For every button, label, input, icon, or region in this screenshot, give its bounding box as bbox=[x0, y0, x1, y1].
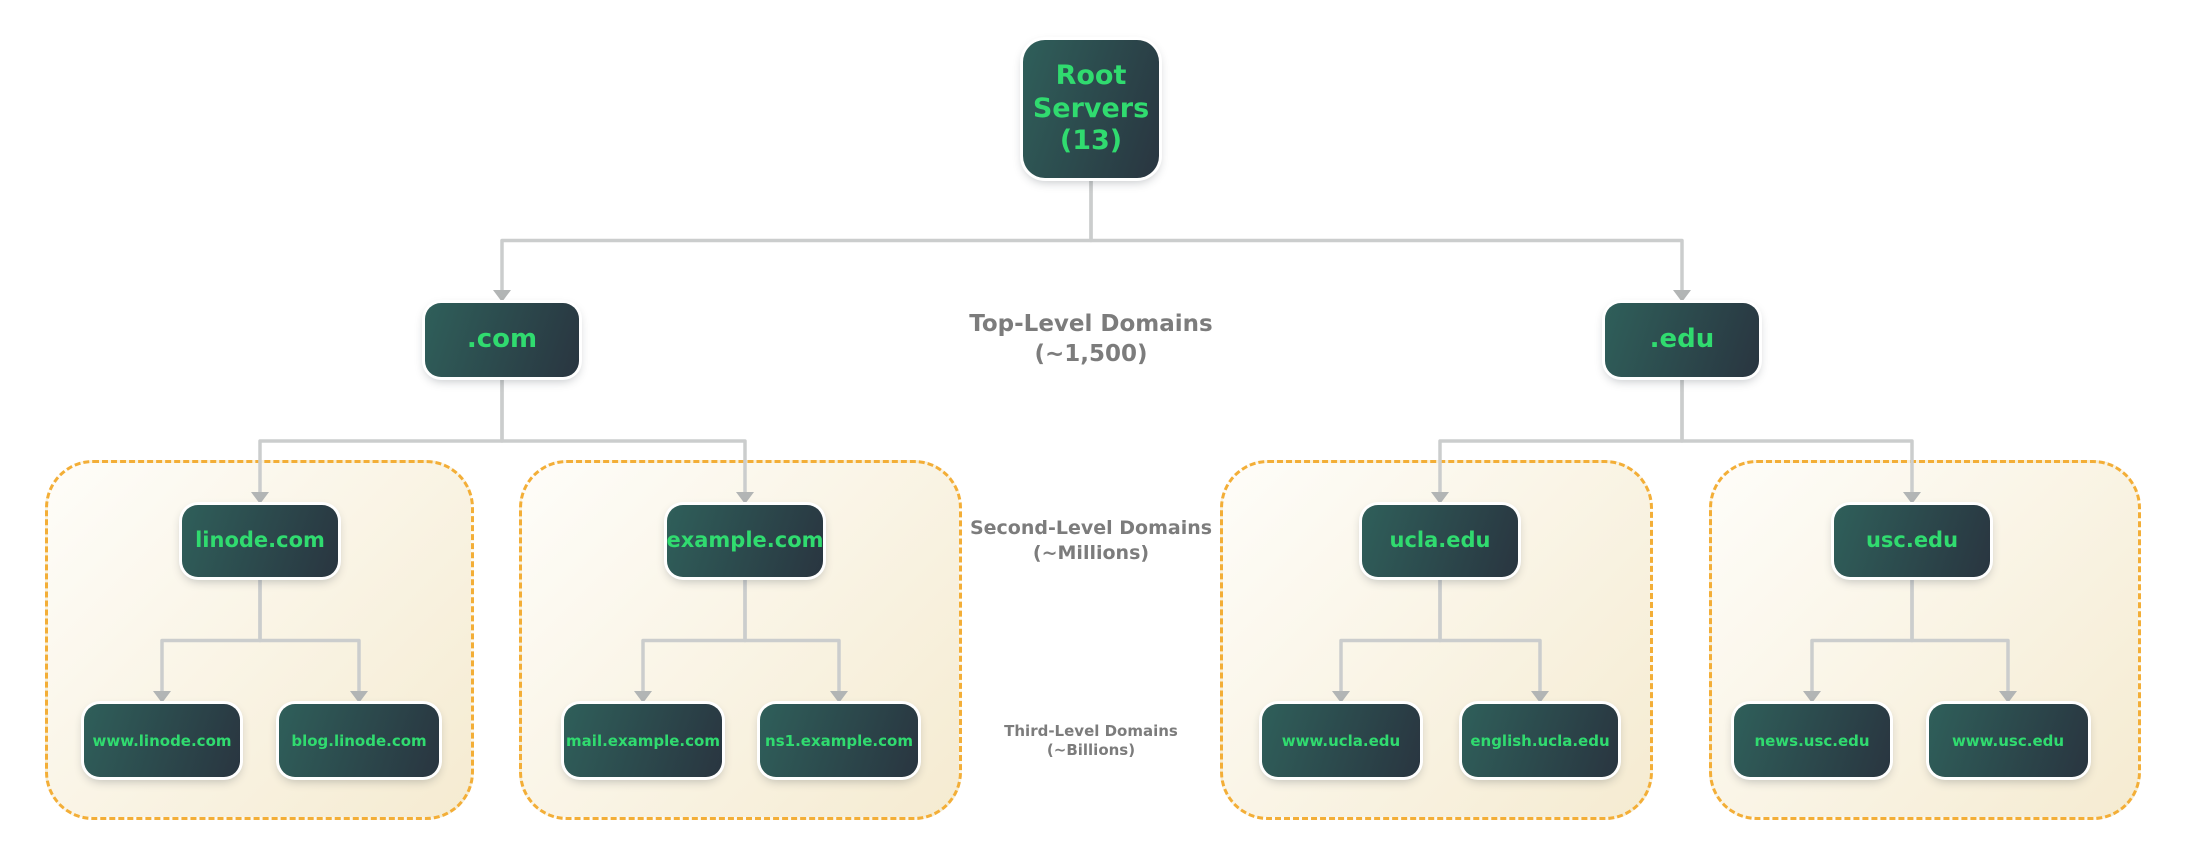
edge-com-example-com bbox=[500, 375, 747, 492]
domain-group-usc-edu-group bbox=[1709, 460, 2141, 820]
edge-example-com-mail-example-com bbox=[641, 575, 747, 691]
edge-linode-com-www-linode-com bbox=[160, 575, 262, 691]
edge-usc-edu-www-usc-edu bbox=[1910, 575, 2010, 691]
node-linode-com: linode.com bbox=[182, 505, 338, 577]
edge-example-com-ns1-example-com bbox=[743, 575, 841, 691]
node-blog-linode-com: blog.linode.com bbox=[279, 704, 439, 777]
domain-group-linode-com-group bbox=[45, 460, 474, 820]
edge-com-linode-com bbox=[258, 375, 504, 492]
edge-linode-com-blog-linode-com bbox=[258, 575, 361, 691]
edge-ucla-edu-english-ucla-edu bbox=[1438, 575, 1542, 691]
arrowhead-usc-edu-news-usc-edu bbox=[1803, 691, 1821, 703]
edge-edu-ucla-edu bbox=[1438, 375, 1684, 492]
node-edu: .edu bbox=[1605, 303, 1759, 377]
edge-usc-edu-news-usc-edu bbox=[1810, 575, 1914, 691]
level-label-second-level-line2: (~Millions) bbox=[1032, 542, 1150, 564]
arrowhead-ucla-edu-www-ucla-edu bbox=[1332, 691, 1350, 703]
arrowhead-usc-edu-www-usc-edu bbox=[1999, 691, 2017, 703]
edge-root-com bbox=[500, 176, 1093, 290]
node-com: .com bbox=[425, 303, 579, 377]
arrowhead-root-edu bbox=[1673, 290, 1691, 302]
arrowhead-ucla-edu-english-ucla-edu bbox=[1531, 691, 1549, 703]
arrowhead-root-com bbox=[493, 290, 511, 302]
node-www-usc-edu: www.usc.edu bbox=[1928, 704, 2088, 777]
edge-edu-usc-edu bbox=[1680, 375, 1914, 492]
arrowhead-example-com-mail-example-com bbox=[634, 691, 652, 703]
edge-ucla-edu-www-ucla-edu bbox=[1339, 575, 1442, 691]
level-label-second-level-line1: Second-Level Domains bbox=[969, 517, 1213, 540]
level-label-third-level-line2: (~Billions) bbox=[1046, 741, 1136, 759]
level-label-second-level: Second-Level Domains (~Millions) bbox=[891, 496, 1291, 586]
level-label-top-level-line1: Top-Level Domains bbox=[969, 311, 1213, 338]
level-label-top-level: Top-Level Domains (~1,500) bbox=[891, 295, 1291, 385]
node-news-usc-edu: news.usc.edu bbox=[1734, 704, 1890, 777]
arrowhead-linode-com-blog-linode-com bbox=[350, 691, 368, 703]
arrowhead-com-example-com bbox=[736, 492, 754, 504]
arrowhead-linode-com-www-linode-com bbox=[153, 691, 171, 703]
level-label-third-level-line1: Third-Level Domains bbox=[1004, 721, 1178, 740]
arrowhead-edu-usc-edu bbox=[1903, 492, 1921, 504]
node-www-linode-com: www.linode.com bbox=[84, 704, 240, 777]
arrowhead-edu-ucla-edu bbox=[1431, 492, 1449, 504]
node-english-ucla-edu: english.ucla.edu bbox=[1462, 704, 1618, 777]
level-label-top-level-line2: (~1,500) bbox=[1034, 341, 1148, 367]
node-ucla-edu: ucla.edu bbox=[1362, 505, 1518, 577]
arrowhead-com-linode-com bbox=[251, 492, 269, 504]
node-root: Root Servers (13) bbox=[1023, 40, 1159, 178]
node-usc-edu: usc.edu bbox=[1834, 505, 1990, 577]
level-label-third-level: Third-Level Domains (~Billions) bbox=[891, 696, 1291, 786]
arrowhead-example-com-ns1-example-com bbox=[830, 691, 848, 703]
edge-root-edu bbox=[1089, 176, 1684, 290]
node-mail-example-com: mail.example.com bbox=[564, 704, 722, 777]
node-example-com: example.com bbox=[666, 505, 824, 577]
